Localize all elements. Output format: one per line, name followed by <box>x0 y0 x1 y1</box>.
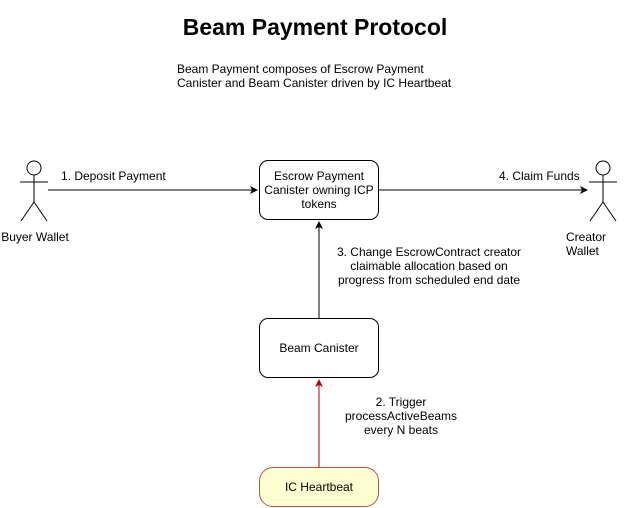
creator-actor-icon <box>589 160 617 222</box>
claim-funds-label: 4. Claim Funds <box>499 169 580 183</box>
buyer-actor-icon <box>20 160 48 222</box>
deposit-payment-label: 1. Deposit Payment <box>61 169 166 183</box>
trigger-label: 2. Trigger processActiveBeams every N be… <box>345 395 458 437</box>
ic-heartbeat-node[interactable]: IC Heartbeat <box>259 467 379 507</box>
beam-canister-node[interactable]: Beam Canister <box>259 318 379 378</box>
buyer-wallet-label: Buyer Wallet <box>1 230 69 244</box>
escrow-payment-canister-node[interactable]: Escrow Payment Canister owning ICP token… <box>259 160 379 220</box>
change-allocation-label: 3. Change EscrowContract creator claimab… <box>336 245 522 287</box>
diagram-subtitle: Beam Payment composes of Escrow Payment … <box>177 62 452 90</box>
diagram-title: Beam Payment Protocol <box>182 14 448 40</box>
creator-wallet-label: Creator Wallet <box>566 230 607 258</box>
